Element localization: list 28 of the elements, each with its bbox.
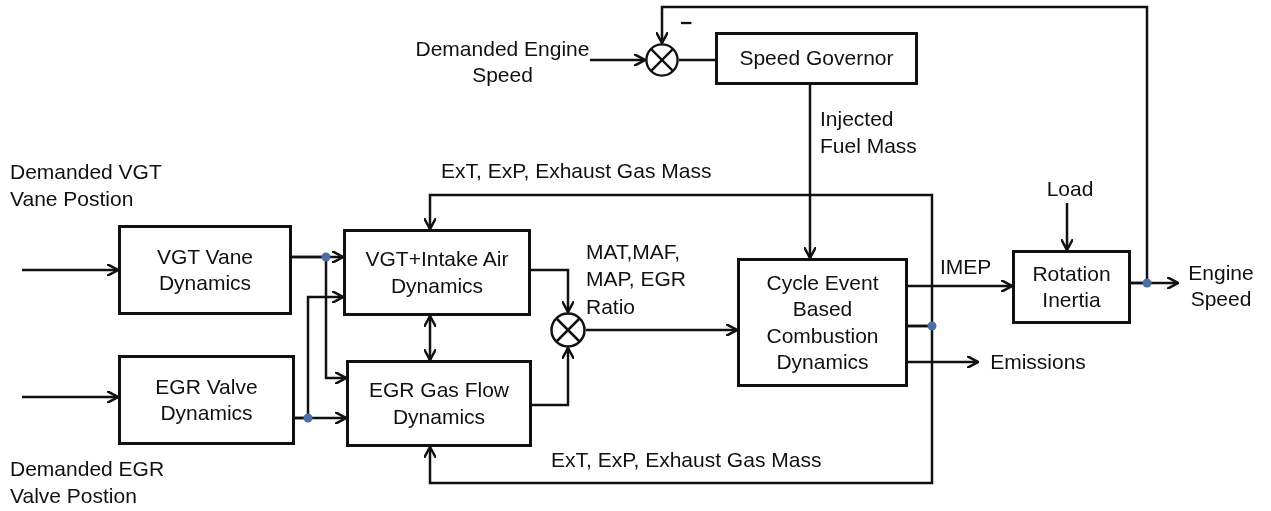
arrow	[295, 289, 345, 420]
arrow	[22, 389, 120, 405]
process-block: Cycle Event Based Combustion Dynamics	[737, 258, 908, 387]
summing-junction	[550, 312, 586, 348]
arrow	[654, 5, 1149, 285]
arrow	[586, 322, 739, 338]
signal-label: Load	[1038, 175, 1102, 203]
arrow	[908, 354, 980, 370]
arrow	[590, 52, 647, 68]
arrow	[292, 255, 348, 386]
arrow	[532, 346, 576, 407]
process-block: VGT Vane Dynamics	[118, 225, 292, 315]
process-block: Speed Governor	[715, 32, 918, 85]
signal-label: Emissions	[978, 348, 1098, 376]
arrow	[422, 324, 934, 485]
process-block: VGT+Intake Air Dynamics	[343, 229, 531, 316]
arrow	[1059, 203, 1075, 252]
signal-label: Engine Speed	[1178, 258, 1264, 314]
arrow	[22, 262, 120, 278]
arrow	[531, 268, 576, 314]
process-block: EGR Valve Dynamics	[118, 355, 295, 445]
signal-label: Demanded Engine Speed	[415, 33, 590, 91]
arrow	[422, 314, 438, 362]
process-block: EGR Gas Flow Dynamics	[346, 360, 532, 447]
process-block: Rotation Inertia	[1012, 250, 1131, 324]
arrow	[908, 278, 1014, 294]
arrow	[802, 85, 818, 260]
summing-junction	[645, 43, 679, 77]
